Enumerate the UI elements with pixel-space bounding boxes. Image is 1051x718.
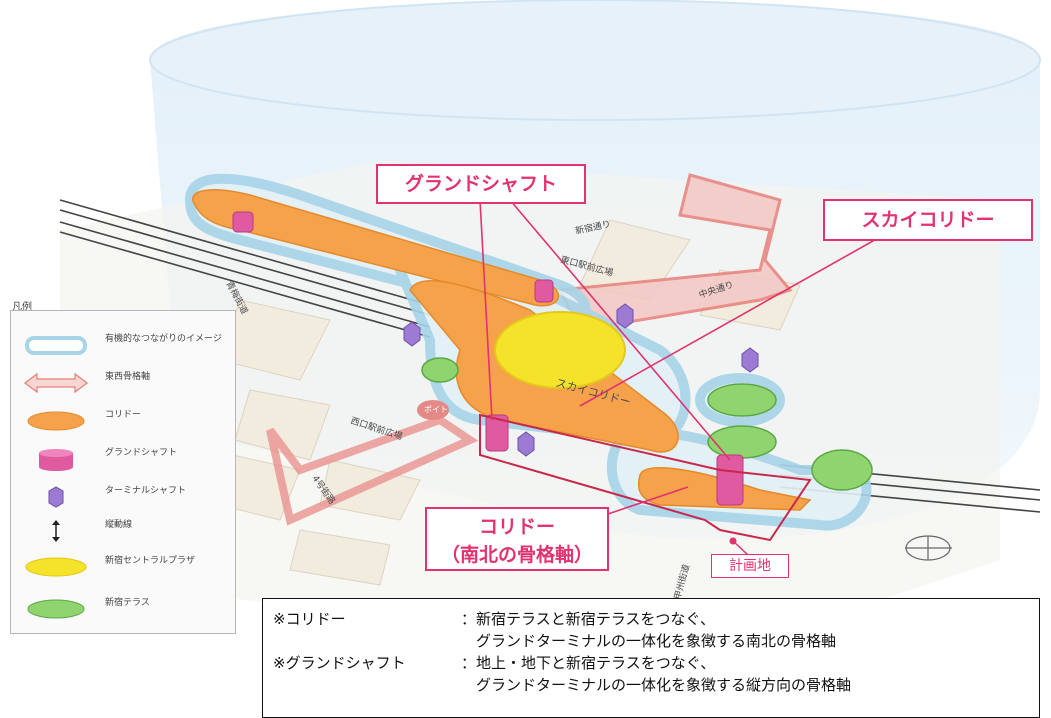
legend-item-terminal-shaft: ターミナルシャフト (11, 483, 235, 511)
shinjuku-terraces (421, 357, 873, 491)
note-text: グランドターミナルの一体化を象徴する縦方向の骨格軸 (476, 676, 852, 694)
west-axis-arrow (266, 415, 479, 526)
site-marker-leader (732, 540, 749, 556)
central-plaza (494, 311, 626, 389)
note-line: ※コリドー ：新宿テラスと新宿テラスをつなぐ、 (273, 608, 1039, 630)
legend-item-terrace: 新宿テラス (11, 595, 235, 623)
note-text: 新宿テラスと新宿テラスをつなぐ、 (476, 610, 715, 628)
legend-label: コリドー (105, 410, 142, 420)
poito-disc (417, 400, 449, 420)
east-west-axis-arrow (557, 173, 793, 332)
note-key: ※コリドー (273, 610, 346, 628)
note-text: グランドターミナルの一体化を象徴する南北の骨格軸 (476, 632, 837, 650)
note-separator: ： (461, 654, 477, 672)
legend-label: 東西骨格軸 (105, 372, 151, 382)
notes-box: ※コリドー：新宿テラスと新宿テラスをつなぐ、 グランドターミナルの一体化を象徴す… (262, 598, 1040, 718)
double-arrow-icon (24, 372, 88, 394)
legend-item-axis: 東西骨格軸 (11, 369, 235, 397)
planning-site-outline (479, 413, 812, 542)
planning-site-label: 計画地 (711, 554, 789, 578)
pink-cylinder-icon (39, 449, 73, 471)
legend-label: 有機的なつながりのイメージ (105, 334, 222, 344)
legend-label: 新宿テラス (105, 598, 150, 608)
legend-label: グランドシャフト (105, 448, 178, 458)
legend-item-plaza: 新宿セントラルプラザ (11, 553, 235, 581)
green-disc-icon (27, 599, 85, 619)
terminal-shafts (403, 303, 759, 457)
legend-item-grand-shaft: グランドシャフト (11, 445, 235, 473)
note-line: グランドターミナルの一体化を象徴する南北の骨格軸 (273, 630, 1039, 652)
note-text: 地上・地下と新宿テラスをつなぐ、 (476, 654, 716, 672)
vertical-arrow-icon (52, 520, 60, 542)
callout-leaders (479, 199, 881, 521)
purple-hexagon-icon (48, 486, 64, 508)
legend-item-corridor: コリドー (11, 407, 235, 435)
legend-panel: 有機的なつながりのイメージ 東西骨格軸 コリドー グランドシャフト ターミナルシ… (10, 310, 236, 634)
corridor-callout-line2: （南北の骨格軸） (440, 544, 593, 566)
cylinder-top (149, 0, 1041, 121)
legend-label: 新宿セントラルプラザ (105, 556, 196, 566)
legend-item-vertical: 縦動線 (11, 517, 235, 545)
note-line: グランドターミナルの一体化を象徴する縦方向の骨格軸 (273, 674, 1039, 696)
grand-shafts (232, 211, 744, 506)
yellow-ellipse-icon (25, 557, 87, 577)
orange-capsule-icon (27, 411, 85, 431)
note-separator: ： (461, 610, 477, 628)
legend-label: 縦動線 (105, 520, 133, 530)
note-key: ※グランドシャフト (273, 654, 406, 672)
corridor-callout: コリドー （南北の骨格軸） (425, 507, 609, 571)
legend-item-halo: 有機的なつながりのイメージ (11, 331, 235, 359)
legend-label: ターミナルシャフト (105, 486, 187, 496)
corridor-callout-line1: コリドー (478, 516, 555, 538)
north-arrow-icon (905, 535, 952, 561)
halo-ring-icon (25, 336, 87, 355)
sky-corridor-callout: スカイコリドー (823, 199, 1033, 241)
grand-shaft-callout: グランドシャフト (376, 164, 586, 204)
legend-title: 凡例 (12, 302, 32, 313)
note-line: ※グランドシャフト ：地上・地下と新宿テラスをつなぐ、 (273, 652, 1039, 674)
label-poito: ポイト (424, 405, 448, 414)
